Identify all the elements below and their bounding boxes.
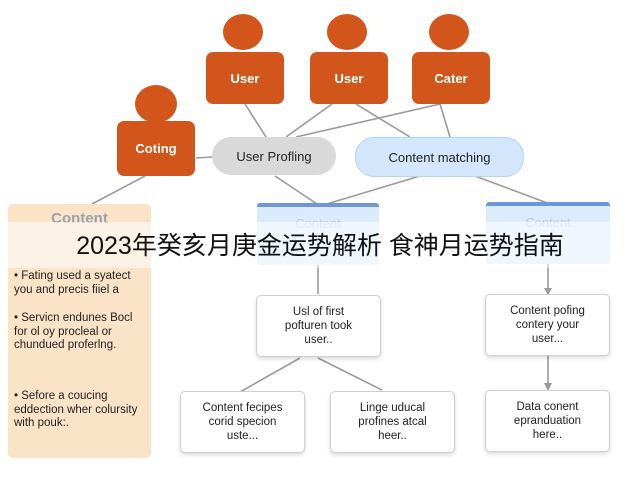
content-matching-node: Content matching	[355, 137, 524, 177]
edge-cater-matching	[439, 103, 451, 138]
user-actor-label: User	[206, 52, 284, 104]
edge-profiling-leftbox	[274, 175, 321, 207]
user-actor-label: User	[310, 52, 388, 104]
panel-bullet: • Fating used a syatect you and precis f…	[14, 270, 131, 296]
edge-coting-panel	[91, 175, 146, 205]
edge-user2-profiling	[285, 103, 333, 138]
edge-user1-profiling	[244, 103, 267, 138]
arrowhead-right-top	[544, 288, 552, 295]
edge-profiling-coting	[195, 156, 213, 159]
panel-bullet: • Sefore a coucing eddection wher colurs…	[14, 390, 138, 429]
arrowhead-bottom-right	[544, 383, 552, 391]
coting-actor-label: Coting	[117, 121, 195, 176]
cater-actor-label: Cater	[412, 52, 490, 104]
user-icon	[327, 14, 367, 50]
panel-bullet: • Servicn endunes Bocl for ol oy proclea…	[14, 312, 133, 351]
edge-cater-profiling	[295, 103, 441, 138]
card-bottom-mid: Linge uducal profines atcal heer..	[330, 391, 455, 453]
edge-card-bottom-left	[239, 357, 301, 393]
card-mid-top: Usl of first pofturen took user..	[256, 295, 381, 357]
edge-matching-rightbox	[474, 175, 551, 205]
edge-matching-leftbox	[319, 175, 421, 207]
user-icon	[223, 14, 263, 50]
user-icon	[135, 85, 177, 123]
edge-user2-matching	[355, 103, 411, 138]
edge-card-bottom-mid	[317, 357, 383, 391]
user-profiling-node: User Profling	[212, 137, 336, 175]
card-right-top: Content pofing contery your user...	[485, 294, 610, 356]
card-bottom-left: Content fecipes corid specion uste...	[180, 391, 305, 453]
user-icon	[429, 14, 469, 50]
title-banner: 2023年癸亥月庚金运势解析 食神月运势指南	[76, 232, 564, 260]
card-bottom-right: Data conent epranduation here..	[485, 390, 610, 452]
title-banner-backdrop	[0, 222, 640, 268]
